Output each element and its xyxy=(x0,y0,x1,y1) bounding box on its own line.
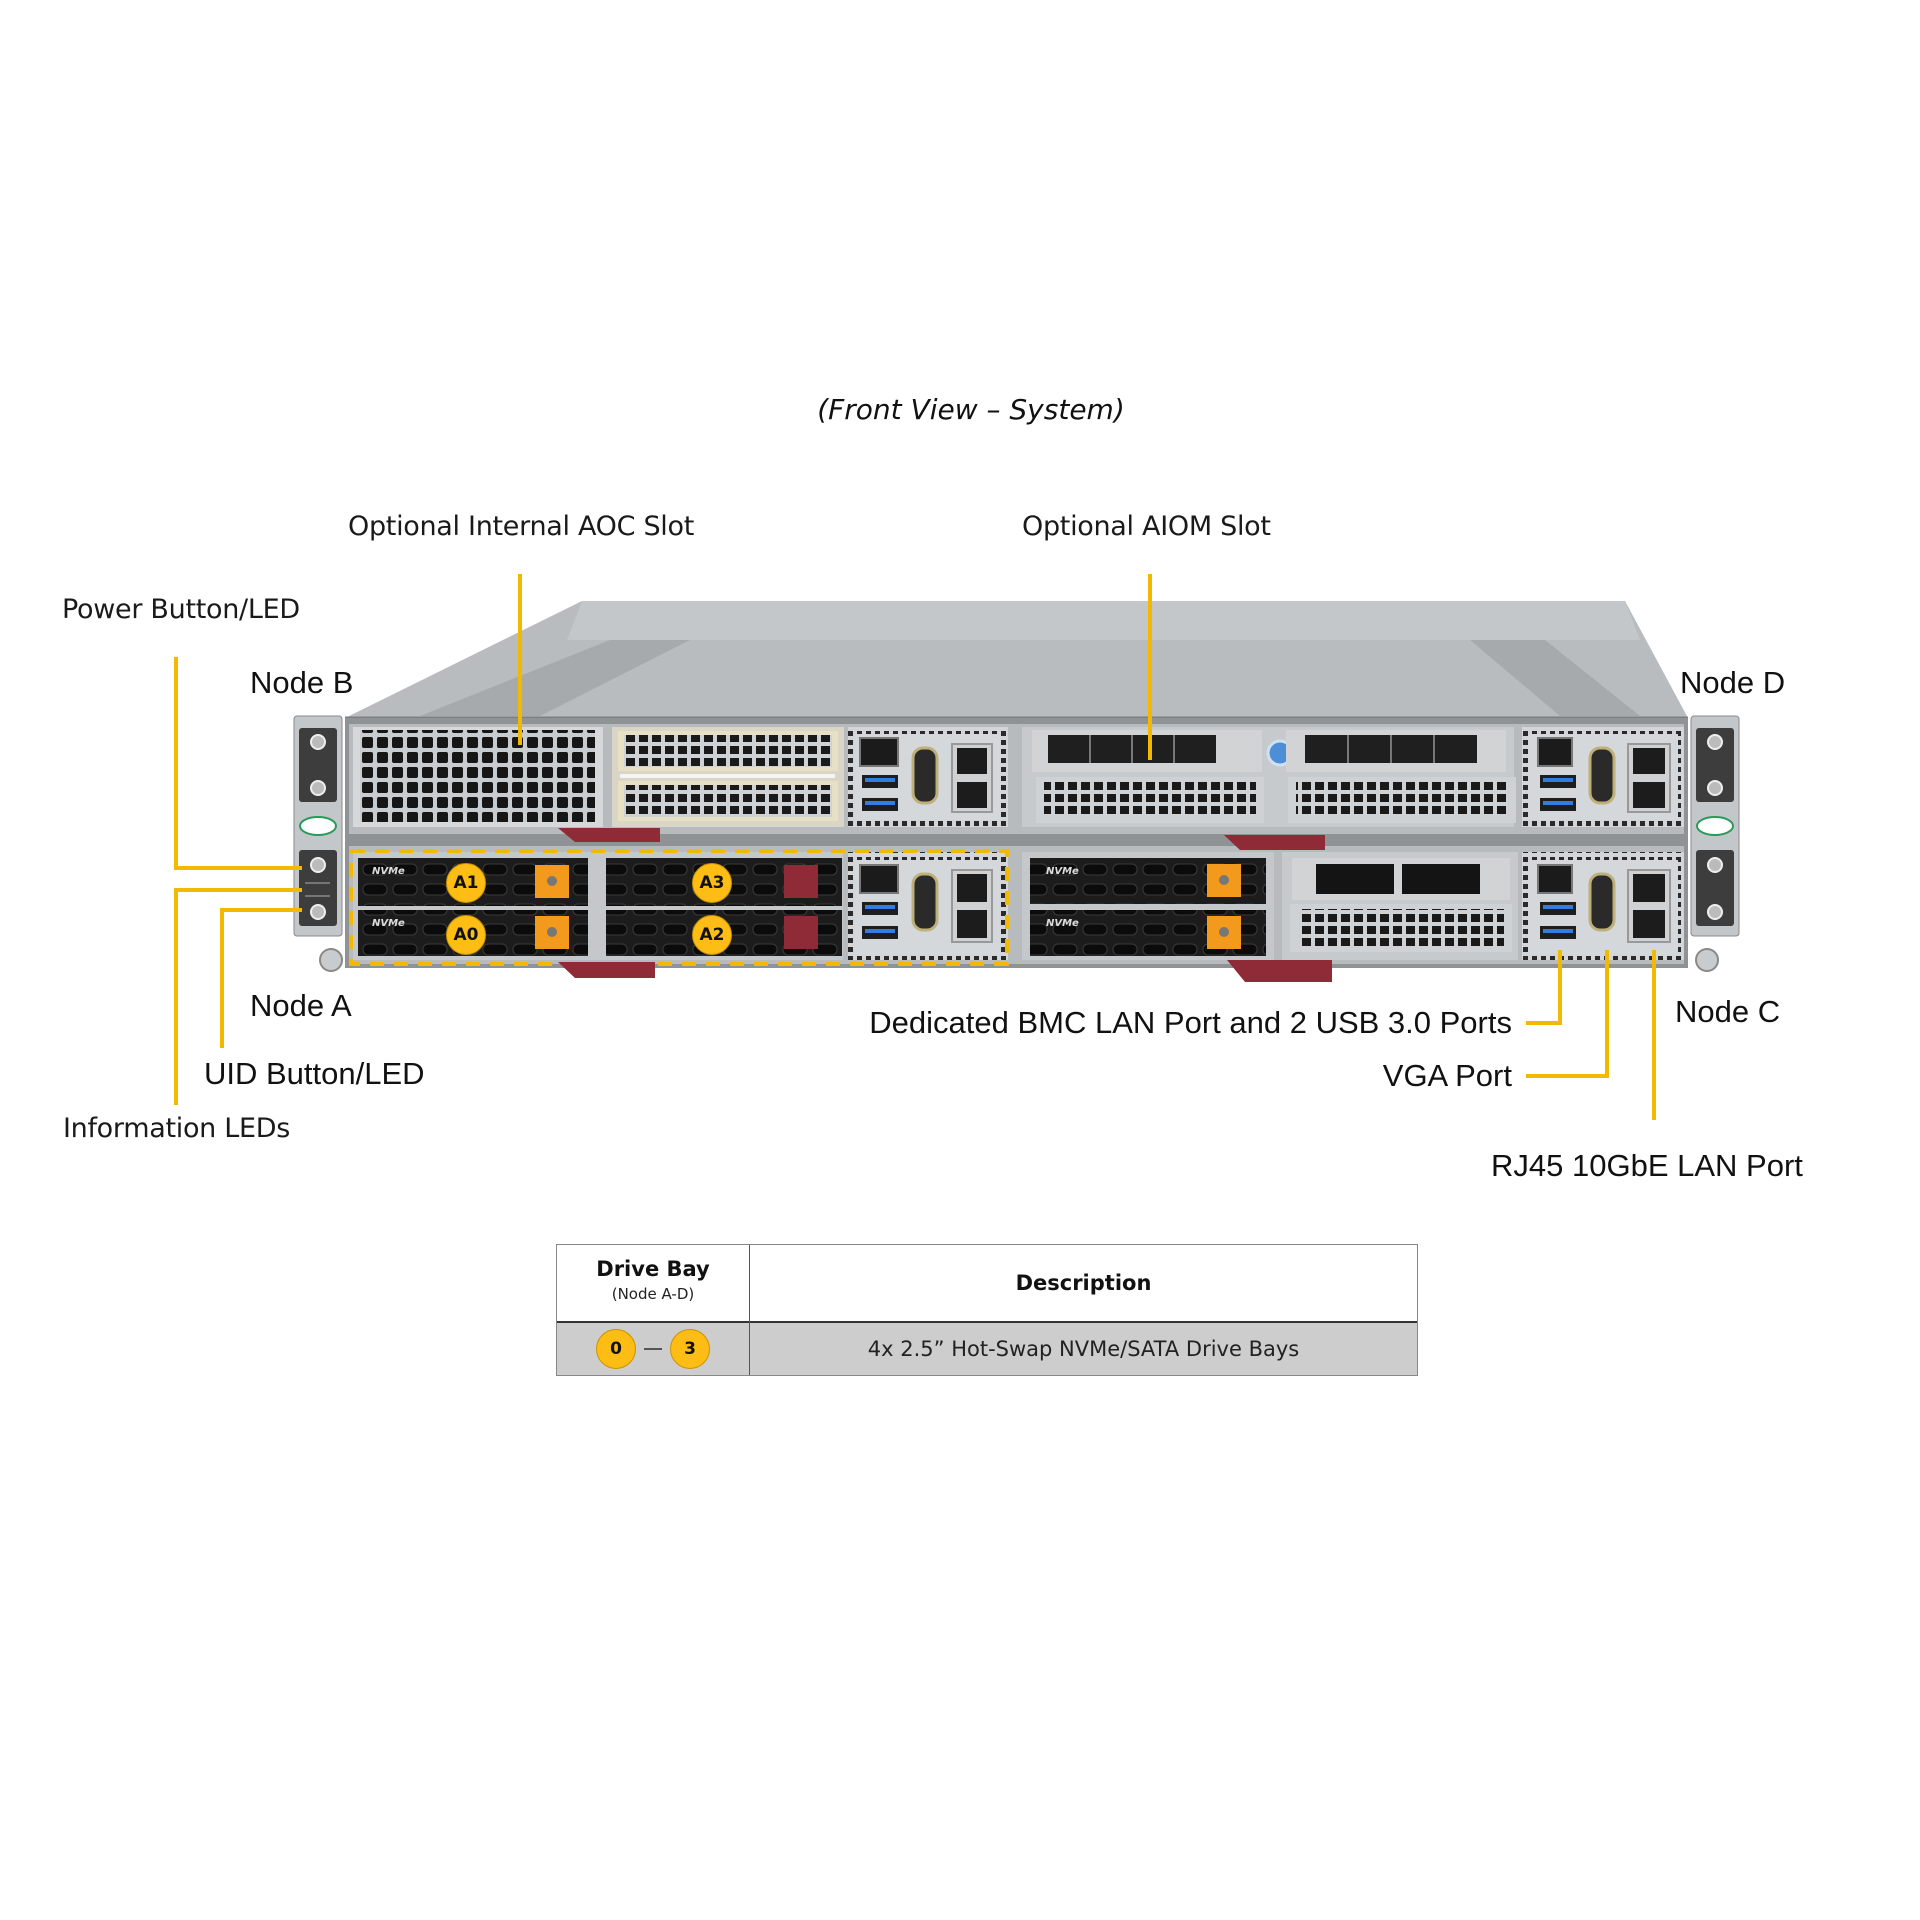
node-d-power-button-icon xyxy=(1707,734,1723,750)
node-c-rj45-port-1 xyxy=(1633,874,1665,902)
drive-bay-badge-end: 3 xyxy=(670,1329,710,1369)
table-column-divider xyxy=(749,1245,750,1375)
node-b-control-panel xyxy=(299,728,337,802)
node-b-pcie-brackets xyxy=(612,727,844,827)
node-d-aiom-slot xyxy=(1022,727,1516,827)
node-d-uid-button-icon xyxy=(1707,780,1723,796)
right-thumbscrew-icon xyxy=(1695,948,1719,972)
leader-uid-button xyxy=(220,908,302,1048)
node-a-io-panel xyxy=(848,852,1008,960)
left-thumbscrew-icon xyxy=(319,948,343,972)
left-control-ear xyxy=(293,715,343,972)
diagram-title: (Front View – System) xyxy=(817,393,1125,426)
drive-bay-badge-a1: A1 xyxy=(446,863,486,903)
label-information-leds: Information LEDs xyxy=(63,1113,291,1144)
label-node-c: Node C xyxy=(1675,994,1781,1029)
node-a-control-panel xyxy=(299,850,337,926)
leader-vga-port xyxy=(1526,950,1609,1078)
label-vga-port: VGA Port xyxy=(1382,1058,1512,1093)
drive-bay-description: 4x 2.5” Hot-Swap NVMe/SATA Drive Bays xyxy=(867,1337,1300,1361)
label-node-b: Node B xyxy=(250,665,354,700)
drive-bay-header-subtitle: (Node A-D) xyxy=(611,1285,695,1303)
range-dash xyxy=(644,1348,662,1350)
label-uid-button: UID Button/LED xyxy=(204,1056,425,1091)
node-b-internal-aoc-slot xyxy=(353,727,603,827)
node-c-power-button-icon xyxy=(1707,857,1723,873)
supermicro-logo-icon xyxy=(299,816,337,836)
label-internal-aoc-slot: Optional Internal AOC Slot xyxy=(348,511,695,542)
node-c-rj45-port-2 xyxy=(1633,910,1665,938)
drive-bay-badge-start: 0 xyxy=(596,1329,636,1369)
node-a-power-button-icon xyxy=(310,857,326,873)
leader-power-button xyxy=(174,657,302,870)
drive-bay-header-title: Drive Bay xyxy=(596,1257,710,1281)
node-a-release-handle xyxy=(558,962,655,978)
table-header-row: Drive Bay (Node A-D) Description xyxy=(557,1245,1417,1323)
leader-bmc-usb xyxy=(1526,950,1562,1025)
table-header-description: Description xyxy=(1015,1271,1152,1295)
node-d-release-handle xyxy=(1224,835,1325,850)
drive-bay-badge-a0: A0 xyxy=(446,915,486,955)
node-b-io-panel xyxy=(848,727,1008,827)
drive-tray-label: NVMe xyxy=(1046,918,1079,929)
node-c-release-handle xyxy=(1227,960,1332,982)
table-header-drive-bay: Drive Bay (Node A-D) xyxy=(557,1257,749,1303)
node-b-release-handle xyxy=(558,828,660,842)
callout-leader-lines xyxy=(174,574,1656,1120)
node-d-io-panel xyxy=(1522,727,1684,827)
drive-latch-a2 xyxy=(784,916,818,949)
node-c-aiom-slot xyxy=(1282,852,1518,960)
drive-latch-a3 xyxy=(784,865,818,898)
chassis-top-cover xyxy=(345,601,1688,720)
label-node-a: Node A xyxy=(250,988,352,1023)
leader-information-leds xyxy=(174,888,302,1105)
node-b-uid-button-icon xyxy=(310,780,326,796)
supermicro-logo-icon xyxy=(1696,816,1734,836)
node-c-vga-port xyxy=(1588,872,1616,932)
node-a-drive-bays xyxy=(353,852,843,960)
right-control-ear xyxy=(1690,715,1740,972)
node-c-control-panel xyxy=(1696,850,1734,926)
label-bmc-usb: Dedicated BMC LAN Port and 2 USB 3.0 Por… xyxy=(869,1005,1512,1040)
node-a-uid-button-icon xyxy=(310,904,326,920)
label-rj45-lan: RJ45 10GbE LAN Port xyxy=(1491,1148,1803,1183)
label-power-button: Power Button/LED xyxy=(62,594,300,625)
drive-tray-label: NVMe xyxy=(1046,866,1079,877)
drive-tray-label: NVMe xyxy=(372,866,405,877)
node-c-uid-button-icon xyxy=(1707,904,1723,920)
drive-bay-badge-a2: A2 xyxy=(692,915,732,955)
node-d-control-panel xyxy=(1696,728,1734,802)
label-aiom-slot: Optional AIOM Slot xyxy=(1022,511,1271,542)
drive-bay-badge-a3: A3 xyxy=(692,863,732,903)
drive-tray-label: NVMe xyxy=(372,918,405,929)
node-b-power-button-icon xyxy=(310,734,326,750)
label-node-d: Node D xyxy=(1680,665,1786,700)
node-c-io-panel xyxy=(1522,852,1684,960)
node-c-drive-bays xyxy=(1022,852,1274,960)
